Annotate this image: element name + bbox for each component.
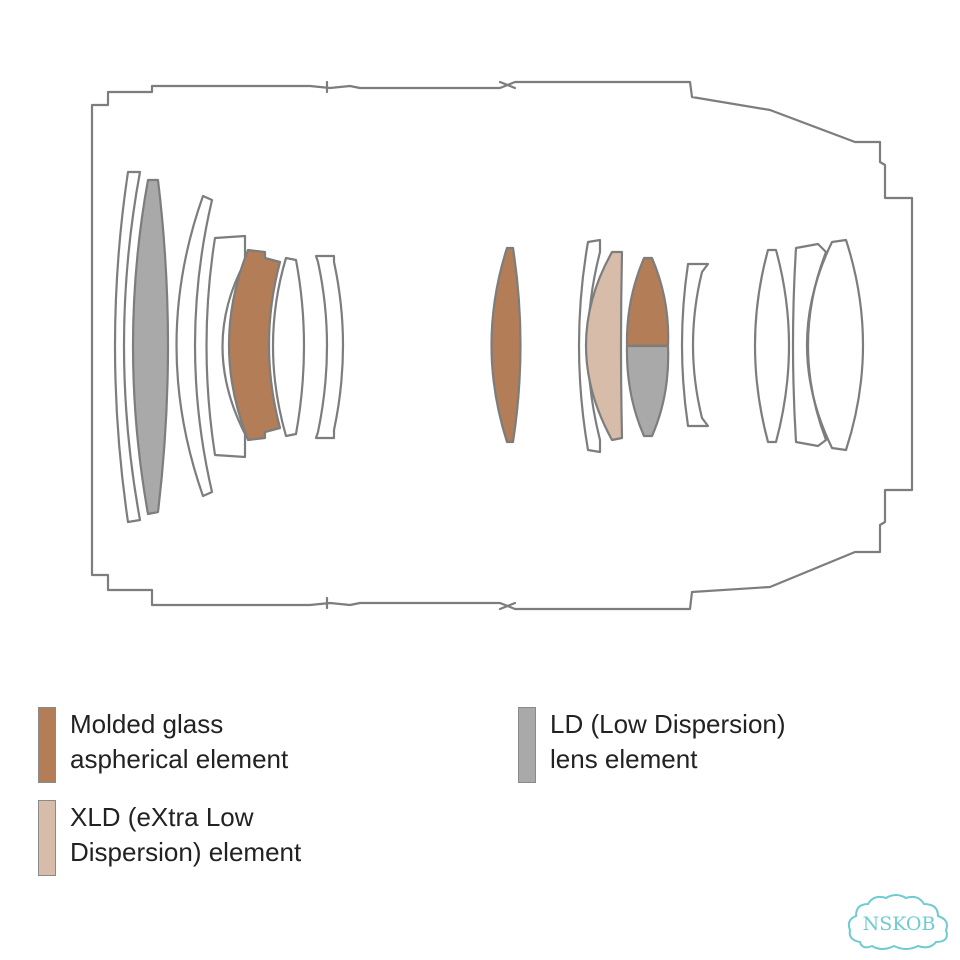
legend-label: LD (Low Dispersion) lens element: [550, 707, 850, 777]
watermark-logo: NSKOB: [847, 894, 948, 950]
cloud-icon: [847, 894, 948, 950]
lens-element: [314, 254, 345, 440]
barrel-notch: [498, 80, 517, 90]
molded-aspherical-element: [227, 248, 282, 442]
ld-lens-element: [625, 344, 670, 438]
lens-element: [271, 256, 306, 438]
lens-element: [806, 238, 865, 452]
legend-swatch-ld: [518, 707, 536, 783]
lens-element: [113, 170, 142, 524]
lens-element: [577, 238, 602, 454]
lens-barrel-outline: [90, 80, 914, 611]
legend-label-line: XLD (eXtra Low: [70, 802, 254, 832]
legend-swatch-xld: [38, 800, 56, 876]
legend-label-line: lens element: [550, 744, 698, 774]
lens-element: [680, 262, 710, 428]
molded-aspherical-element: [490, 246, 522, 444]
xld-lens-element: [585, 250, 624, 442]
legend-swatch-molded-aspherical: [38, 707, 56, 783]
lens-element: [753, 248, 791, 444]
legend-molded-aspherical: Molded glass aspherical element: [38, 707, 370, 783]
legend-label-line: Dispersion) element: [70, 837, 302, 867]
legend-ld: LD (Low Dispersion) lens element: [518, 707, 850, 783]
lens-element: [205, 234, 247, 459]
legend-xld: XLD (eXtra Low Dispersion) element: [38, 800, 370, 876]
legend-label-line: Molded glass: [70, 709, 224, 739]
watermark-text: NSKOB: [863, 913, 936, 935]
lens-element: [175, 194, 214, 498]
barrel-notch: [498, 601, 517, 611]
molded-aspherical-element: [625, 256, 670, 348]
legend-label-line: LD (Low Dispersion): [550, 709, 786, 739]
ld-lens-element: [131, 178, 170, 516]
lens-element: [791, 242, 828, 448]
legend-label: XLD (eXtra Low Dispersion) element: [70, 800, 370, 870]
lens-construction-diagram: [90, 80, 914, 611]
legend-label: Molded glass aspherical element: [70, 707, 370, 777]
legend-label-line: aspherical element: [70, 744, 289, 774]
